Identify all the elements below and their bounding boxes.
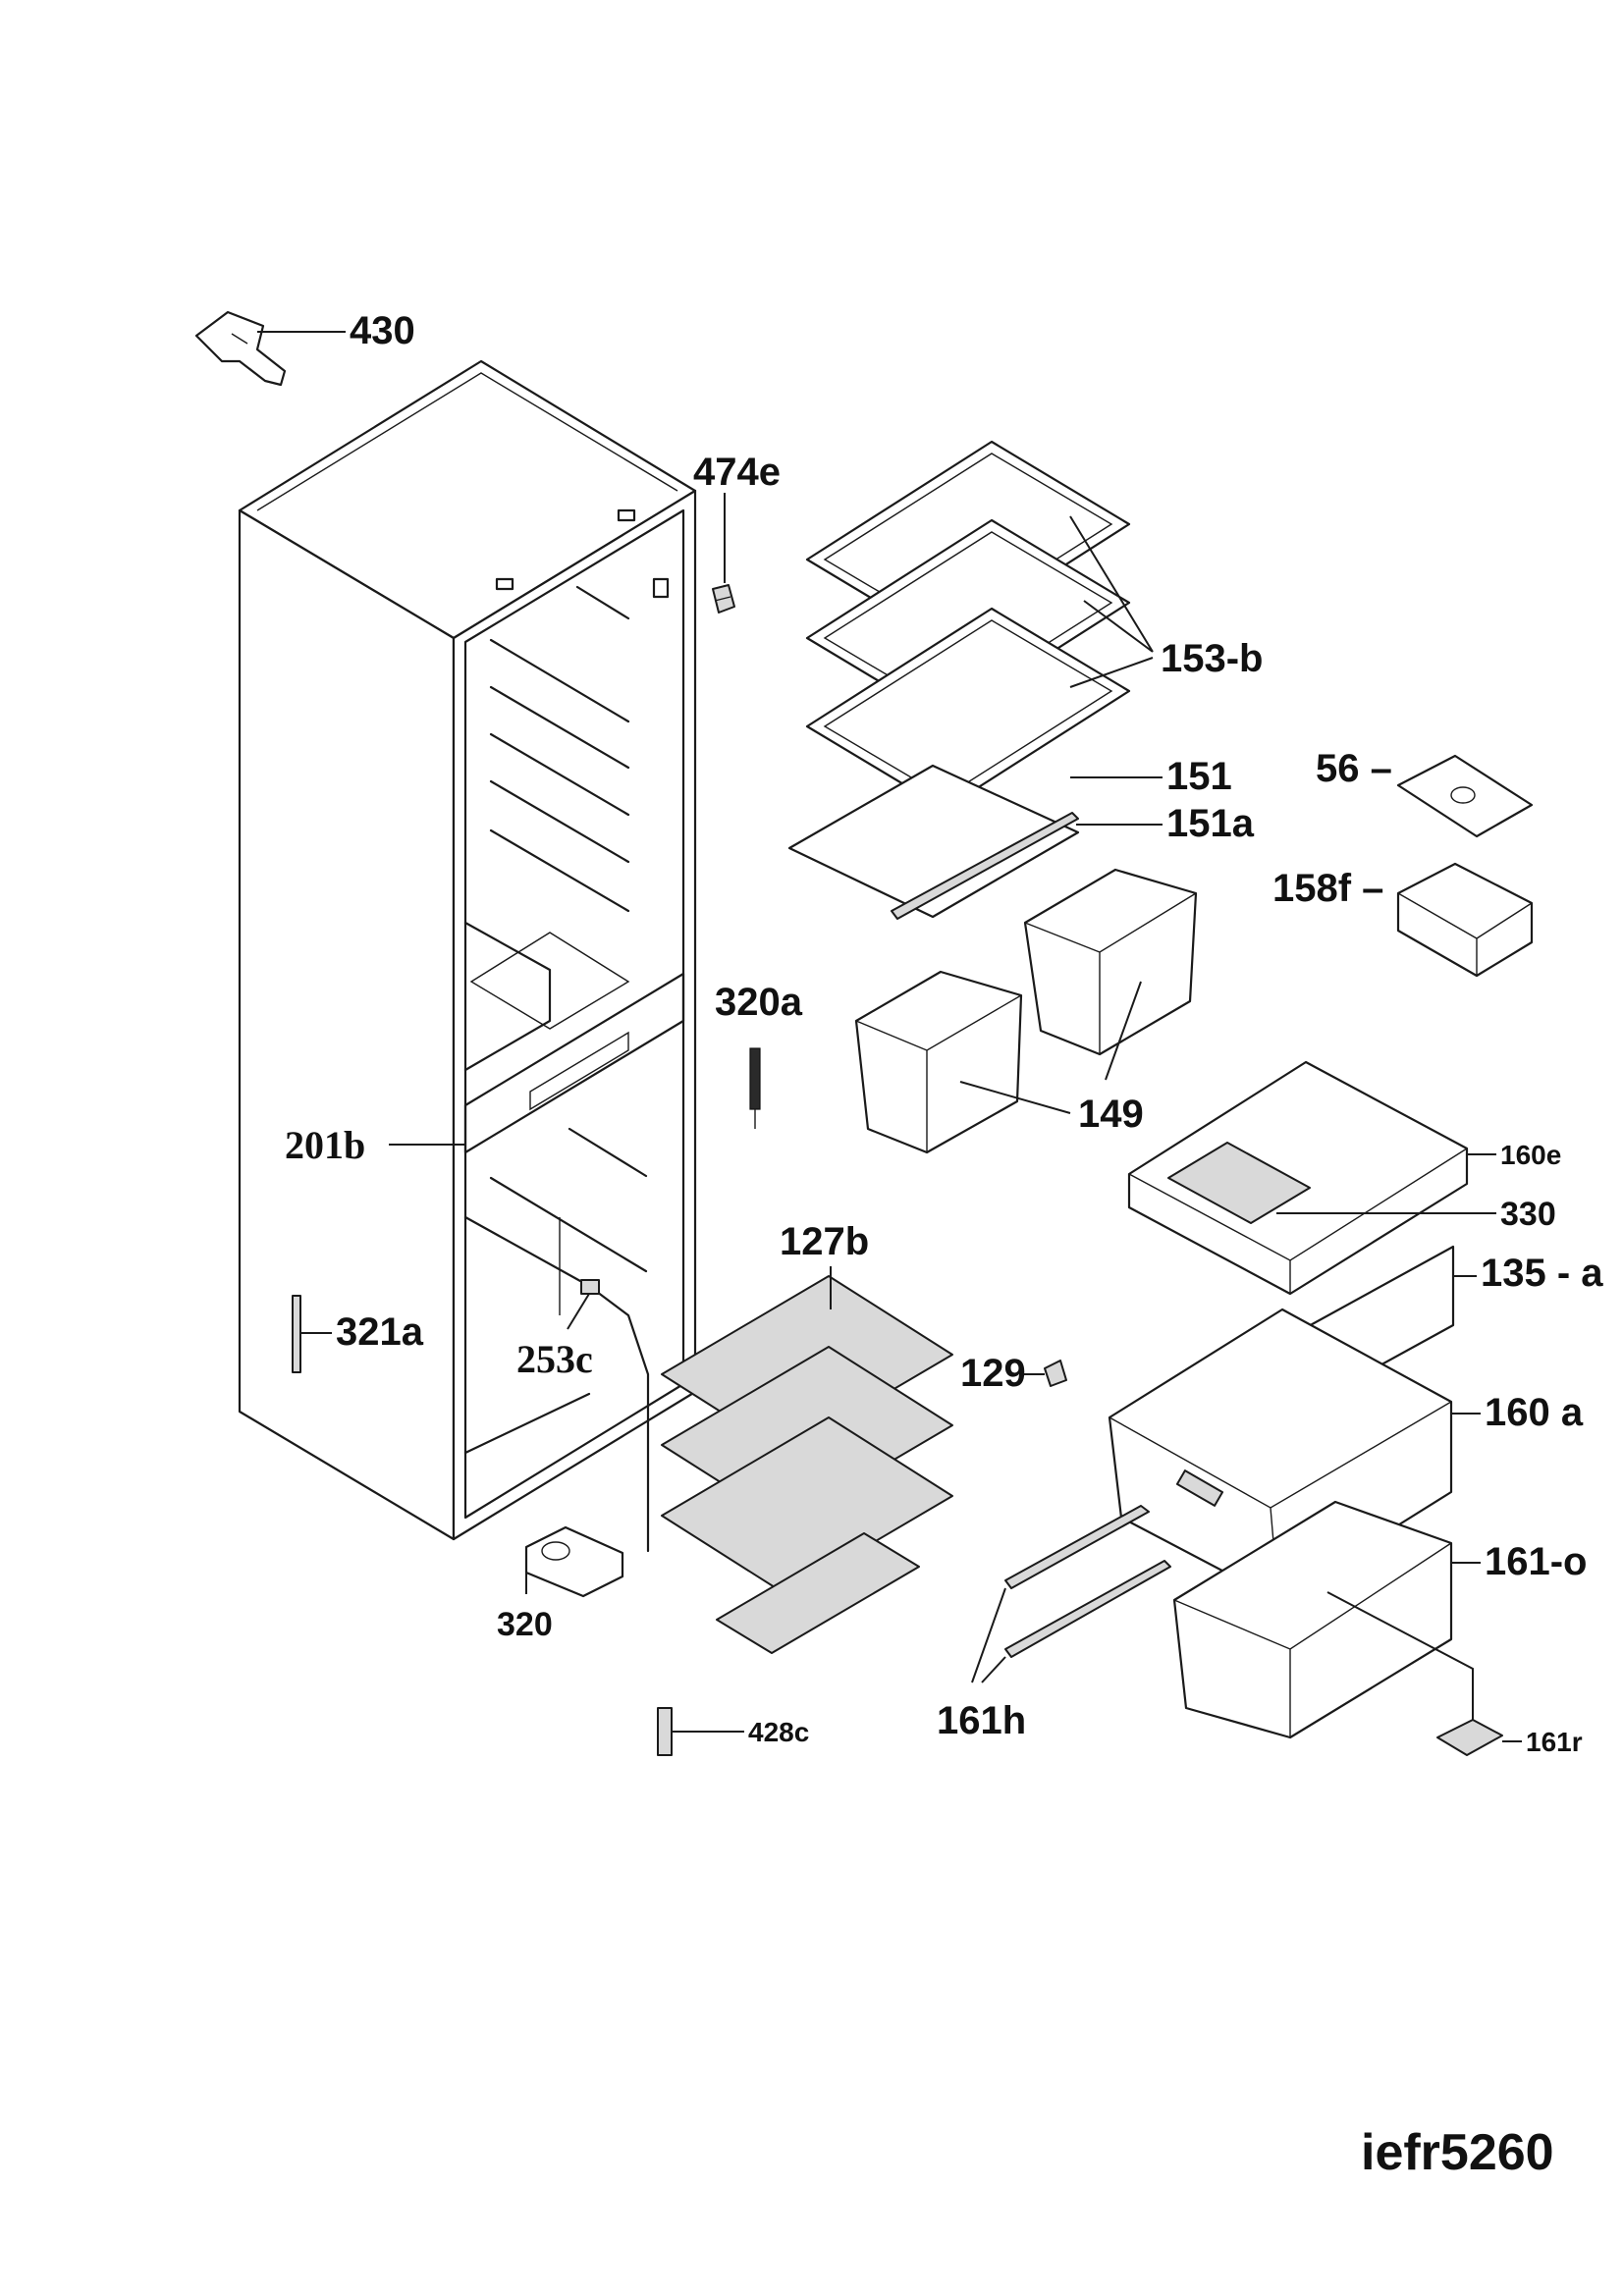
- label-135-a: 135 - a: [1481, 1252, 1603, 1295]
- part-321a-strip: [292, 1295, 301, 1373]
- part-428c-hinge-cover: [657, 1707, 673, 1756]
- part-129-clip: [1044, 1360, 1067, 1387]
- label-129: 129: [960, 1352, 1026, 1395]
- label-253c: 253c: [516, 1337, 593, 1381]
- label-160a: 160 a: [1485, 1391, 1584, 1434]
- part-161h-rails: [1004, 1505, 1171, 1658]
- leader-253c: [567, 1293, 590, 1330]
- label-201b: 201b: [285, 1123, 365, 1167]
- part-161r-bracket: [1326, 1591, 1503, 1756]
- part-151-glass-plate: [787, 764, 1080, 919]
- door-bins-149: [854, 868, 1198, 1154]
- part-161-o-bottom-drawer: [1172, 1500, 1453, 1739]
- leader-153-b: [1069, 515, 1154, 688]
- label-161-o: 161-o: [1485, 1540, 1588, 1583]
- part-330-ice-cube-tray: [1167, 1142, 1311, 1224]
- label-320a: 320a: [715, 981, 803, 1024]
- part-430-key-tool: [194, 310, 287, 387]
- part-56-lid: [1396, 754, 1534, 838]
- label-430: 430: [350, 309, 415, 352]
- label-161h: 161h: [937, 1699, 1026, 1742]
- label-149: 149: [1078, 1093, 1144, 1136]
- label-321a: 321a: [336, 1310, 424, 1354]
- label-330: 330: [1500, 1196, 1556, 1233]
- part-253c-connector: [580, 1279, 600, 1295]
- part-158f-box: [1396, 862, 1534, 978]
- glass-shelves-153-b: [805, 440, 1131, 811]
- part-160e-freezer-tray: [1127, 1060, 1469, 1296]
- part-320a-sensor: [749, 1047, 761, 1129]
- label-151a: 151a: [1166, 802, 1255, 845]
- label-320: 320: [497, 1606, 553, 1643]
- label-153-b: 153-b: [1161, 637, 1264, 680]
- label-474e: 474e: [693, 451, 781, 494]
- part-127b-evaporator: [463, 1215, 953, 1654]
- leader-149: [959, 981, 1142, 1114]
- label-428c: 428c: [748, 1717, 809, 1747]
- part-320-lamp-holder: [524, 1525, 624, 1598]
- label-161r: 161r: [1526, 1727, 1583, 1757]
- label-127b: 127b: [780, 1220, 869, 1263]
- label-151: 151: [1166, 755, 1232, 798]
- leader-161h: [971, 1587, 1006, 1683]
- part-474e-clip: [712, 584, 735, 614]
- model-number: iefr5260: [1361, 2124, 1554, 2181]
- part-151a-trim-strip: [891, 812, 1079, 920]
- label-158f: 158f –: [1272, 867, 1383, 910]
- fridge-cabinet: [238, 359, 697, 1541]
- label-160e: 160e: [1500, 1140, 1561, 1170]
- label-56: 56 –: [1316, 747, 1392, 790]
